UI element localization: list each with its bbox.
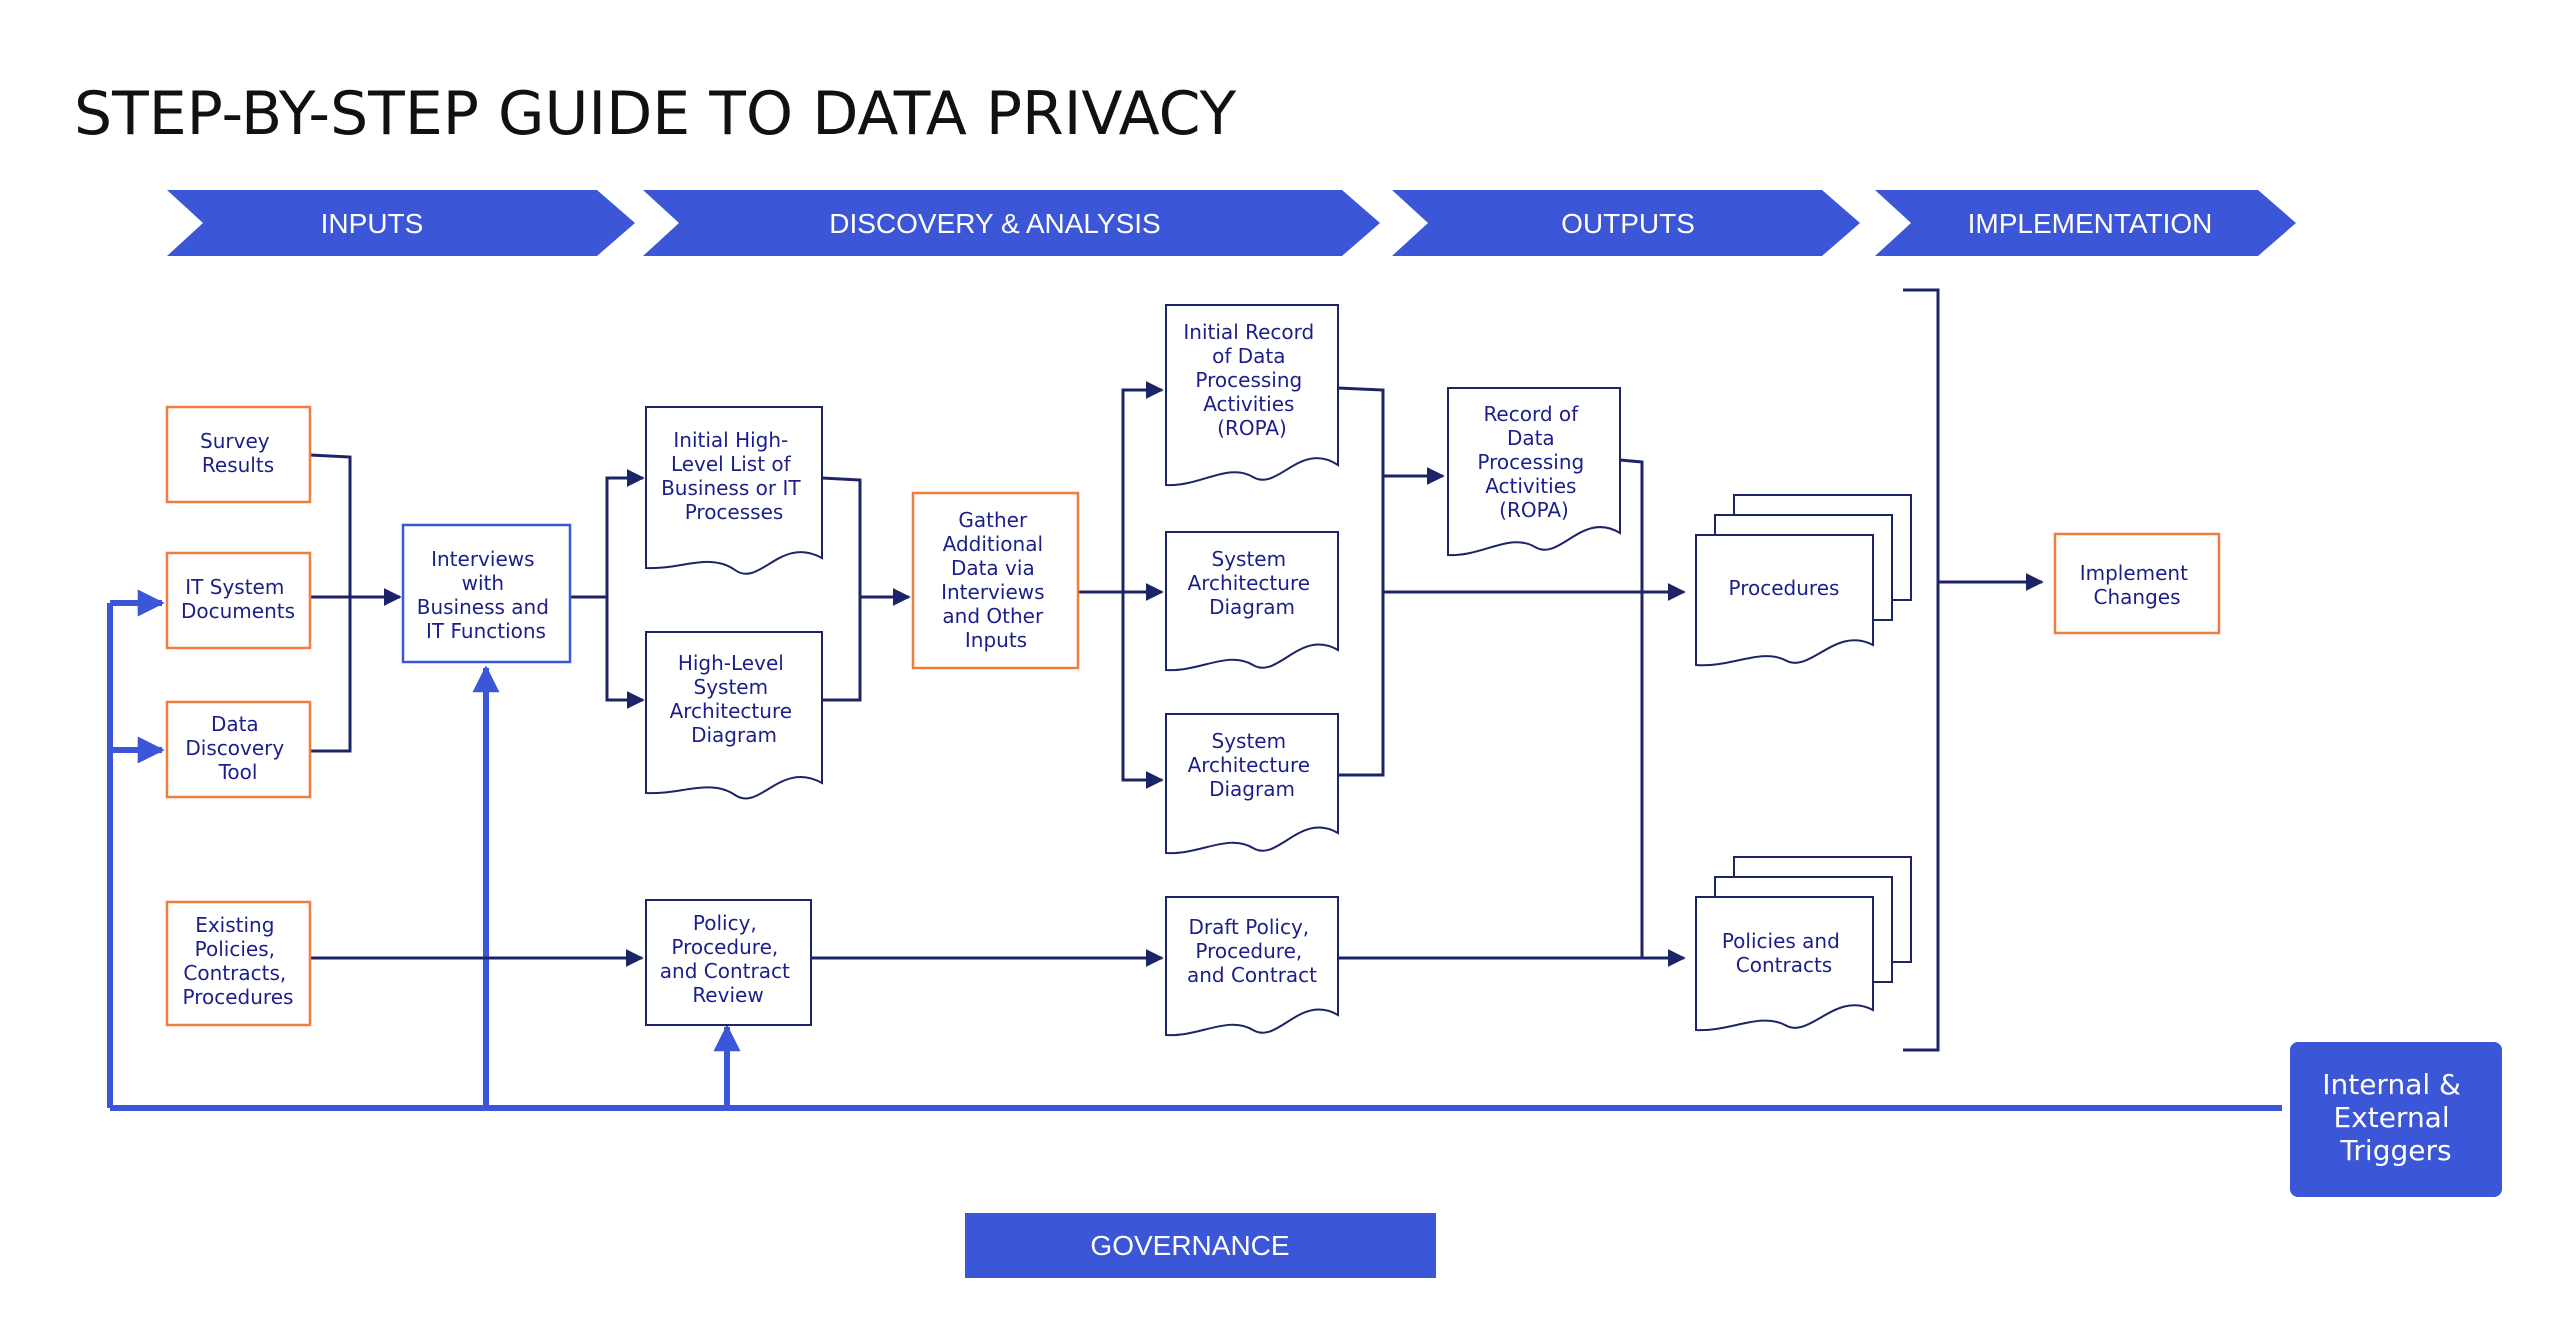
node-procedures-label: Procedures [1729, 576, 1840, 600]
node-procedures: Procedures [1695, 494, 1912, 667]
phase-inputs-label: INPUTS [321, 208, 424, 239]
node-implement-changes: Implement Changes [2053, 532, 2221, 635]
phase-discovery: DISCOVERY & ANALYSIS [643, 190, 1380, 256]
node-ropa: Record of Data Processing Activities (RO… [1447, 387, 1621, 557]
node-initial-ropa-label: Initial Record of Data Processing Activi… [1183, 320, 1320, 440]
node-system-architecture-2: System Architecture Diagram [1165, 713, 1339, 855]
node-policy-review-label: Policy, Procedure, and Contract Review [660, 911, 796, 1007]
node-draft-policy-label: Draft Policy, Procedure, and Contract [1187, 915, 1317, 987]
node-existing-policies: Existing Policies, Contracts, Procedures [165, 900, 312, 1027]
node-interviews: Interviews with Business and IT Function… [401, 523, 572, 664]
node-implement-changes-label: Implement Changes [2080, 561, 2195, 609]
node-policies-contracts-label: Policies and Contracts [1722, 929, 1846, 977]
governance-bar: GOVERNANCE [965, 1213, 1436, 1278]
node-data-discovery-tool: Data Discovery Tool [165, 700, 312, 799]
phase-outputs: OUTPUTS [1392, 190, 1860, 256]
node-existing-policies-label: Existing Policies, Contracts, Procedures [183, 913, 294, 1009]
node-policy-review: Policy, Procedure, and Contract Review [645, 899, 812, 1026]
node-system-architecture-1: System Architecture Diagram [1165, 531, 1339, 672]
page-title: STEP-BY-STEP GUIDE TO DATA PRIVACY [74, 79, 1236, 149]
node-initial-ropa: Initial Record of Data Processing Activi… [1165, 304, 1339, 487]
phase-implementation: IMPLEMENTATION [1875, 190, 2296, 256]
phase-outputs-label: OUTPUTS [1561, 208, 1695, 239]
node-system-architecture-1-label: System Architecture Diagram [1188, 547, 1317, 619]
governance-label: GOVERNANCE [1090, 1230, 1289, 1261]
node-process-list: Initial High- Level List of Business or … [645, 406, 823, 575]
node-hl-architecture-label: High-Level System Architecture Diagram [670, 651, 799, 747]
node-draft-policy: Draft Policy, Procedure, and Contract [1165, 896, 1339, 1037]
triggers-box: Internal & External Triggers [2290, 1042, 2502, 1197]
phase-discovery-label: DISCOVERY & ANALYSIS [829, 208, 1160, 239]
node-system-architecture-2-label: System Architecture Diagram [1188, 729, 1317, 801]
node-ropa-label: Record of Data Processing Activities (RO… [1477, 402, 1590, 522]
governance-flow-lines [107, 589, 2282, 1111]
node-policies-contracts: Policies and Contracts [1695, 856, 1912, 1032]
node-process-list-label: Initial High- Level List of Business or … [661, 428, 807, 524]
phase-inputs: INPUTS [167, 190, 635, 256]
process-connectors [309, 288, 2044, 1052]
node-survey-results-label: Survey Results [200, 429, 276, 477]
node-gather-data-label: Gather Additional Data via Interviews an… [941, 508, 1051, 652]
node-interviews-label: Interviews with Business and IT Function… [417, 547, 556, 643]
node-it-system-documents: IT System Documents [165, 551, 312, 650]
triggers-label: Internal & External Triggers [2322, 1068, 2470, 1167]
node-gather-data: Gather Additional Data via Interviews an… [911, 491, 1080, 670]
node-hl-architecture: High-Level System Architecture Diagram [645, 631, 823, 800]
node-data-discovery-tool-label: Data Discovery Tool [185, 712, 290, 784]
node-survey-results: Survey Results [165, 405, 312, 504]
node-it-system-documents-label: IT System Documents [181, 575, 295, 623]
phase-implementation-label: IMPLEMENTATION [1968, 208, 2213, 239]
